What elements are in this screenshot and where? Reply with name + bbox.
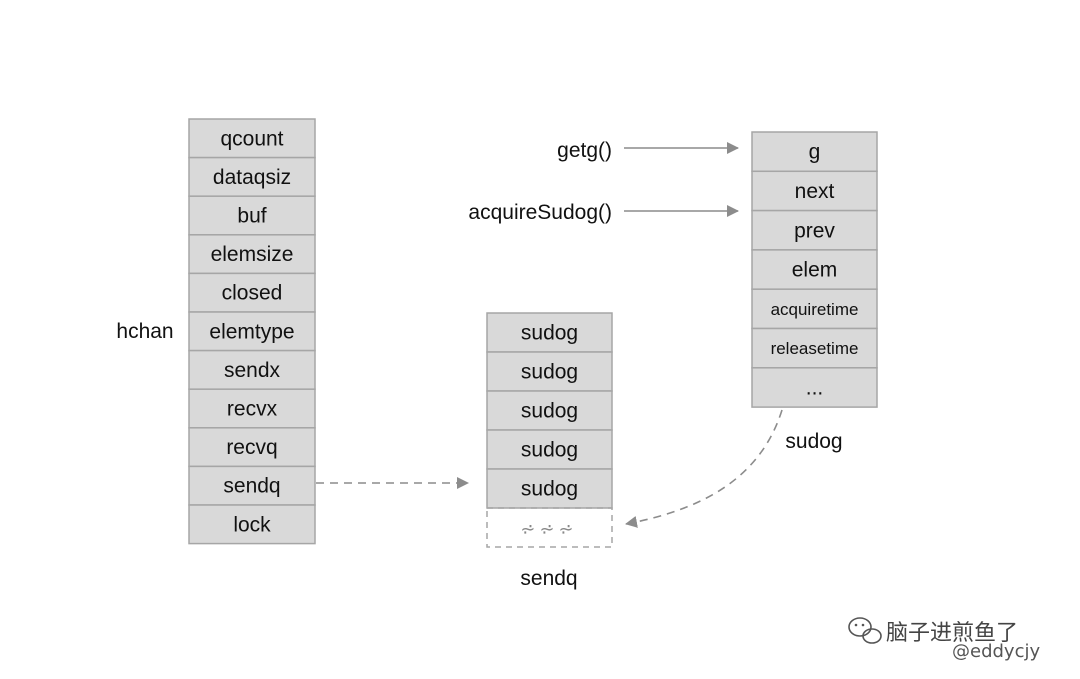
sudog-cell <box>751 209 878 251</box>
sudog-field-label: g <box>809 141 821 164</box>
sendq-cell <box>486 312 613 353</box>
sudog-field-label: next <box>795 180 835 203</box>
sendq-field-label: sudog <box>521 439 578 462</box>
hchan-field-label: elemtype <box>209 320 294 343</box>
hchan-field-label: lock <box>233 513 271 536</box>
sendq-label: sendq <box>520 567 577 590</box>
hchan-cell <box>188 465 316 506</box>
sudog-field-label: prev <box>794 219 835 242</box>
sudog-field-label: elem <box>792 259 838 282</box>
hchan-label: hchan <box>116 320 173 343</box>
hchan-struct: qcount dataqsiz buf elemsize closed elemtype s… <box>188 118 316 545</box>
sudog-label: sudog <box>785 430 842 453</box>
hchan-field-label: sendx <box>224 359 281 382</box>
watermark-handle: @eddycjy <box>952 641 1040 662</box>
hchan-cell <box>188 504 316 545</box>
sendq-continuation-box <box>486 507 613 548</box>
sudog-cell <box>751 131 878 173</box>
hchan-field-label: elemsize <box>211 243 294 266</box>
sendq-continuation-marks: ⩫⩫⩫ <box>520 519 577 539</box>
sudog-cell <box>751 170 878 212</box>
sendq-field-label: sudog <box>521 478 578 501</box>
hchan-field-label: buf <box>237 205 266 228</box>
sudog-cell <box>751 367 878 408</box>
sendq-field-label: sudog <box>521 361 578 384</box>
hchan-cell <box>188 234 316 275</box>
sudog-cell <box>751 249 878 290</box>
watermark-name: 脑子进煎鱼了 <box>886 621 1018 646</box>
sudog-field-label: ... <box>806 376 824 399</box>
sudog-struct: g next prev elem acquiretime releasetime... <box>751 131 878 408</box>
sendq-field-label: sudog <box>521 400 578 423</box>
sudog-enqueue-arrow <box>625 409 783 528</box>
sendq-cell <box>486 468 613 509</box>
sudog-cell <box>751 288 878 330</box>
acquire-sudog-label: acquireSudog() <box>468 201 612 224</box>
hchan-cell <box>188 118 316 159</box>
hchan-cell <box>188 156 316 197</box>
hchan-field-label: qcount <box>220 127 283 150</box>
sudog-field-label: releasetime <box>771 339 859 358</box>
hchan-field-label: dataqsiz <box>213 166 291 189</box>
watermark: 脑子进煎鱼了 @eddycjy <box>848 617 1040 662</box>
sudog-cell <box>751 327 878 369</box>
hchan-field-label: recvx <box>227 398 278 421</box>
sendq-list: sudog sudog sudog sudog sudog <box>486 312 613 509</box>
hchan-field-label: closed <box>222 282 283 305</box>
sendq-cell <box>486 390 613 431</box>
hchan-field-label: recvq <box>226 436 277 459</box>
hchan-cell <box>188 311 316 352</box>
hchan-field-label: sendq <box>223 475 280 498</box>
wechat-icon <box>848 617 882 644</box>
getg-label: getg() <box>557 139 612 162</box>
sudog-field-label: acquiretime <box>771 300 859 319</box>
sendq-field-label: sudog <box>521 322 578 345</box>
hchan-cell <box>188 388 316 429</box>
